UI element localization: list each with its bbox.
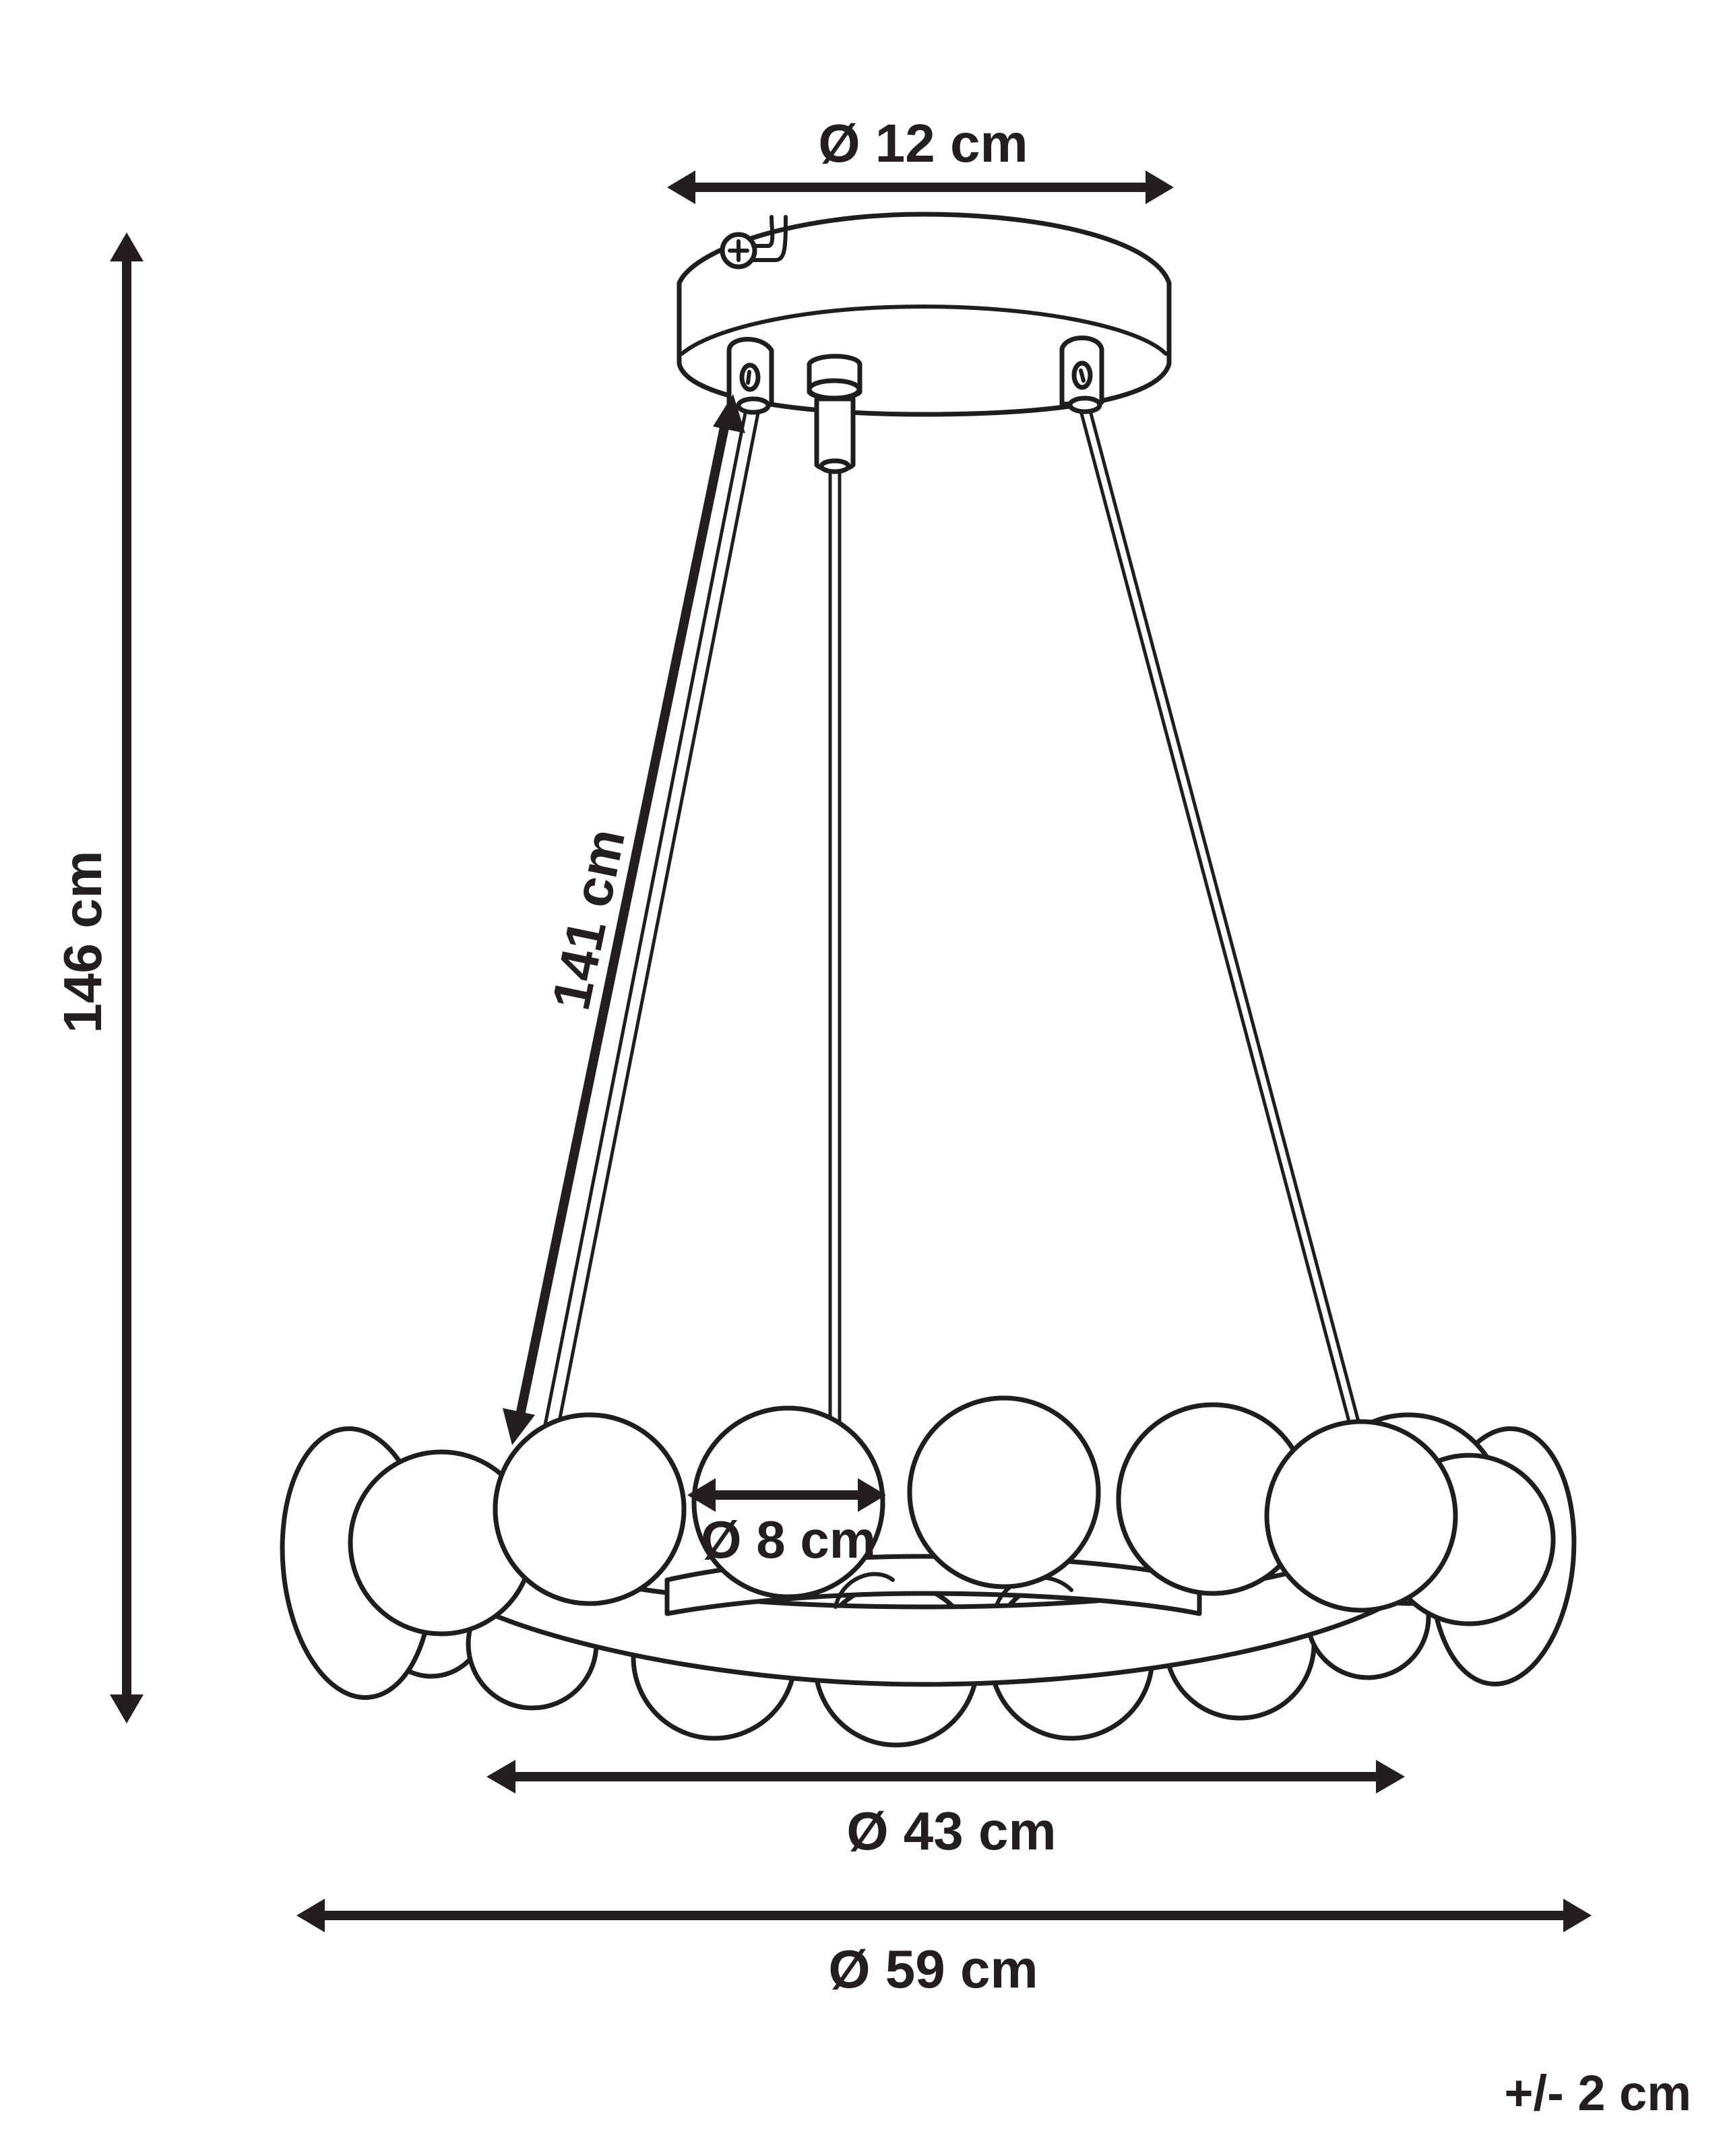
- dimension-total-height: 146 cm: [53, 232, 144, 1723]
- canopy-diameter-label: Ø 12 cm: [818, 113, 1028, 173]
- dimension-overall-diameter: Ø 59 cm: [296, 1899, 1592, 1999]
- globe-ring: [280, 1395, 1577, 1748]
- suspension-cables: [541, 409, 1366, 1442]
- globe-diameter-label: Ø 8 cm: [701, 1510, 876, 1569]
- ceiling-canopy: [677, 212, 1172, 474]
- dimension-cable-length: 141 cm: [503, 394, 745, 1445]
- dimension-globe-diameter: Ø 8 cm: [687, 1478, 886, 1569]
- cable-clamp-left: [726, 337, 774, 415]
- total-height-label: 146 cm: [53, 850, 113, 1033]
- center-cable-gland: [807, 354, 862, 474]
- ring-diameter-label: Ø 43 cm: [846, 1801, 1056, 1861]
- cable-clamp-right: [1059, 336, 1104, 414]
- screw-icon: [720, 215, 788, 270]
- tolerance-note: +/- 2 cm: [1504, 2065, 1691, 2121]
- dimension-ring-diameter: Ø 43 cm: [487, 1760, 1405, 1861]
- dimension-canopy-diameter: Ø 12 cm: [667, 113, 1174, 204]
- overall-diameter-label: Ø 59 cm: [828, 1939, 1038, 1999]
